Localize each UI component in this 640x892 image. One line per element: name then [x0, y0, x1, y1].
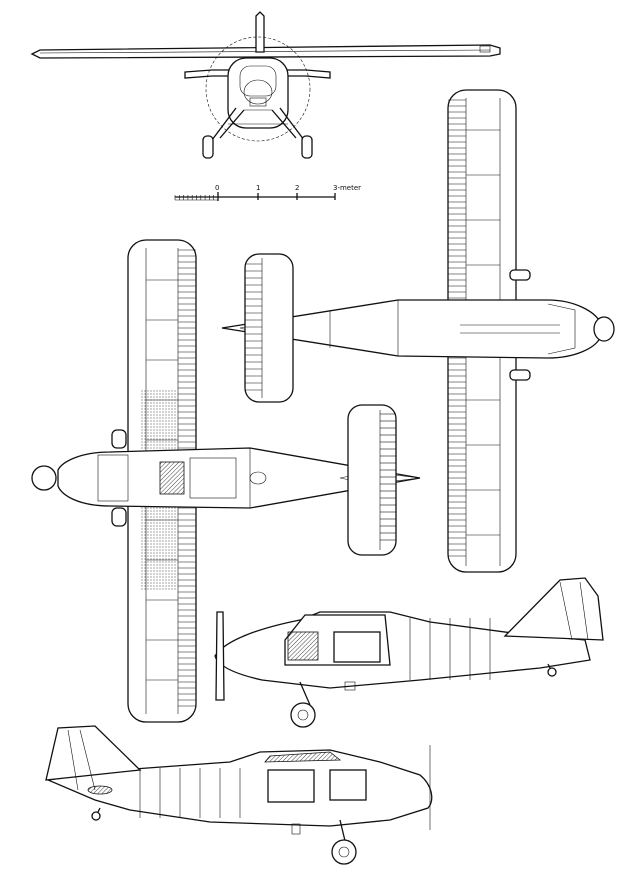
side-view-1-propeller: [215, 611, 225, 701]
side-view-2-fin: [45, 725, 142, 781]
side-view-right-facing: [45, 725, 433, 865]
side-view-2-cabin-window-front: [329, 769, 367, 801]
top-view: [221, 89, 615, 573]
bottom-view-stabilizer: [347, 404, 397, 556]
bottom-view-window: [159, 461, 185, 495]
scale-bar: 0 1 2 3-meter: [174, 184, 361, 201]
scale-label-0: 0: [215, 184, 219, 192]
side-view-2-wheel: [331, 839, 357, 865]
side-view-1-wheel: [290, 702, 316, 728]
bottom-view-fuselage: [57, 447, 421, 509]
front-view-propeller-disc: [205, 36, 311, 142]
scale-label-3: 3-meter: [333, 184, 361, 192]
bottom-view-spinner: [31, 465, 57, 491]
front-view-wheel-right: [301, 135, 313, 159]
top-view-spinner: [593, 316, 615, 342]
front-view-wheel-left: [202, 135, 214, 159]
side-view-1-fin: [503, 577, 604, 641]
top-view-stabilizer: [244, 253, 294, 403]
scale-label-2: 2: [295, 184, 299, 192]
front-view-fin: [255, 11, 265, 53]
side-view-left-facing: [214, 577, 604, 728]
side-view-1-cabin-window-front: [287, 631, 319, 661]
scale-label-1: 1: [256, 184, 260, 192]
side-view-1-cabin-window-rear: [333, 631, 381, 663]
bottom-view: [31, 239, 421, 723]
front-view: [30, 11, 501, 159]
side-view-2-cabin-window-rear: [267, 769, 315, 803]
